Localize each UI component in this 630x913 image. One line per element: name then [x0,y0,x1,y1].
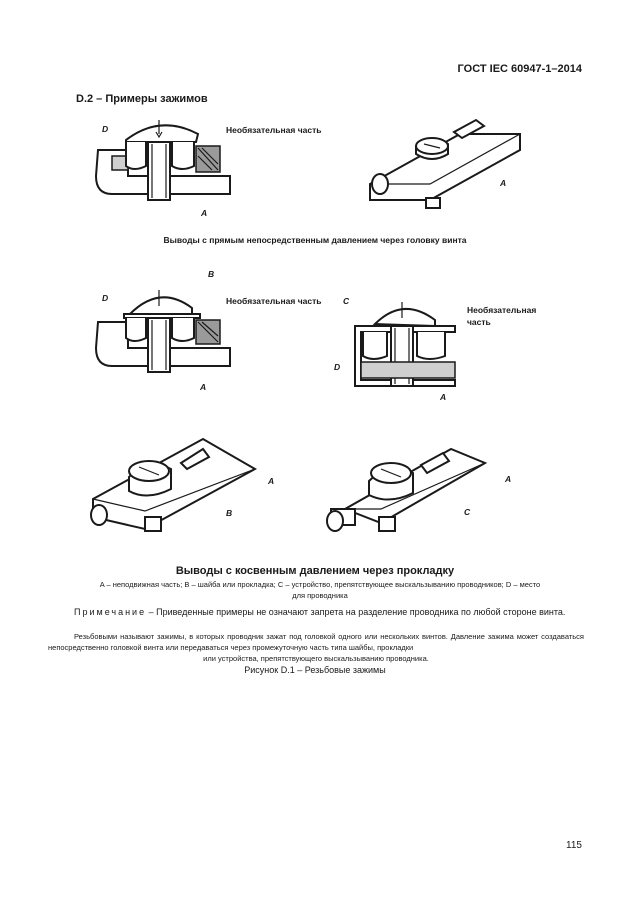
label-c-indirect: C [464,507,471,517]
drawing-device-section [354,302,456,387]
definition-paragraph-end: или устройства, препятствующего выскальз… [203,654,429,663]
label-b: B [208,269,215,279]
note: Примечание – Приведенные примеры не озна… [48,606,584,618]
section-title: D.2 – Примеры зажимов [76,93,208,105]
label-a-indirect: A [268,476,275,486]
label-a-indirect-right: A [505,474,512,484]
page-number: 115 [566,840,582,851]
label-d: D [102,124,109,134]
drawing-indirect-right [326,447,488,532]
definition-paragraph: Резьбовыми называют зажимы, в которых пр… [48,632,584,652]
figure-caption: Рисунок D.1 – Резьбовые зажимы [244,665,386,675]
standard-number: ГОСТ IEC 60947-1–2014 [457,63,582,75]
label-c-device: C [343,296,350,306]
caption-indirect: Выводы с косвенным давлением через прокл… [175,565,455,577]
label-optional-device-2: часть [467,317,491,327]
drawing-direct-section [94,120,231,201]
label-b-indirect: B [226,508,233,518]
label-a2: A [500,178,507,188]
drawing-indirect-left [90,437,258,532]
note-head: Примечание [74,607,147,617]
label-optional-device-1: Необязательная [467,305,537,315]
label-a-device: A [440,392,447,402]
label-a-washer: A [200,382,207,392]
legend-line-2: для проводника [292,591,348,600]
label-optional: Необязательная часть [226,125,322,135]
label-optional-washer: Необязательная часть [226,296,322,306]
label-a: A [201,208,208,218]
caption-direct: Выводы с прямым непосредственным давлени… [163,235,467,245]
legend-line-1: A – неподвижная часть; B – шайба или про… [99,580,541,589]
note-text: – Приведенные примеры не означают запрет… [146,607,566,617]
drawing-washer-section [94,290,231,373]
drawing-direct-perspective [369,118,521,209]
legend: A – неподвижная часть; B – шайба или про… [60,579,580,601]
label-d-washer: D [102,293,109,303]
label-d-device: D [334,362,341,372]
